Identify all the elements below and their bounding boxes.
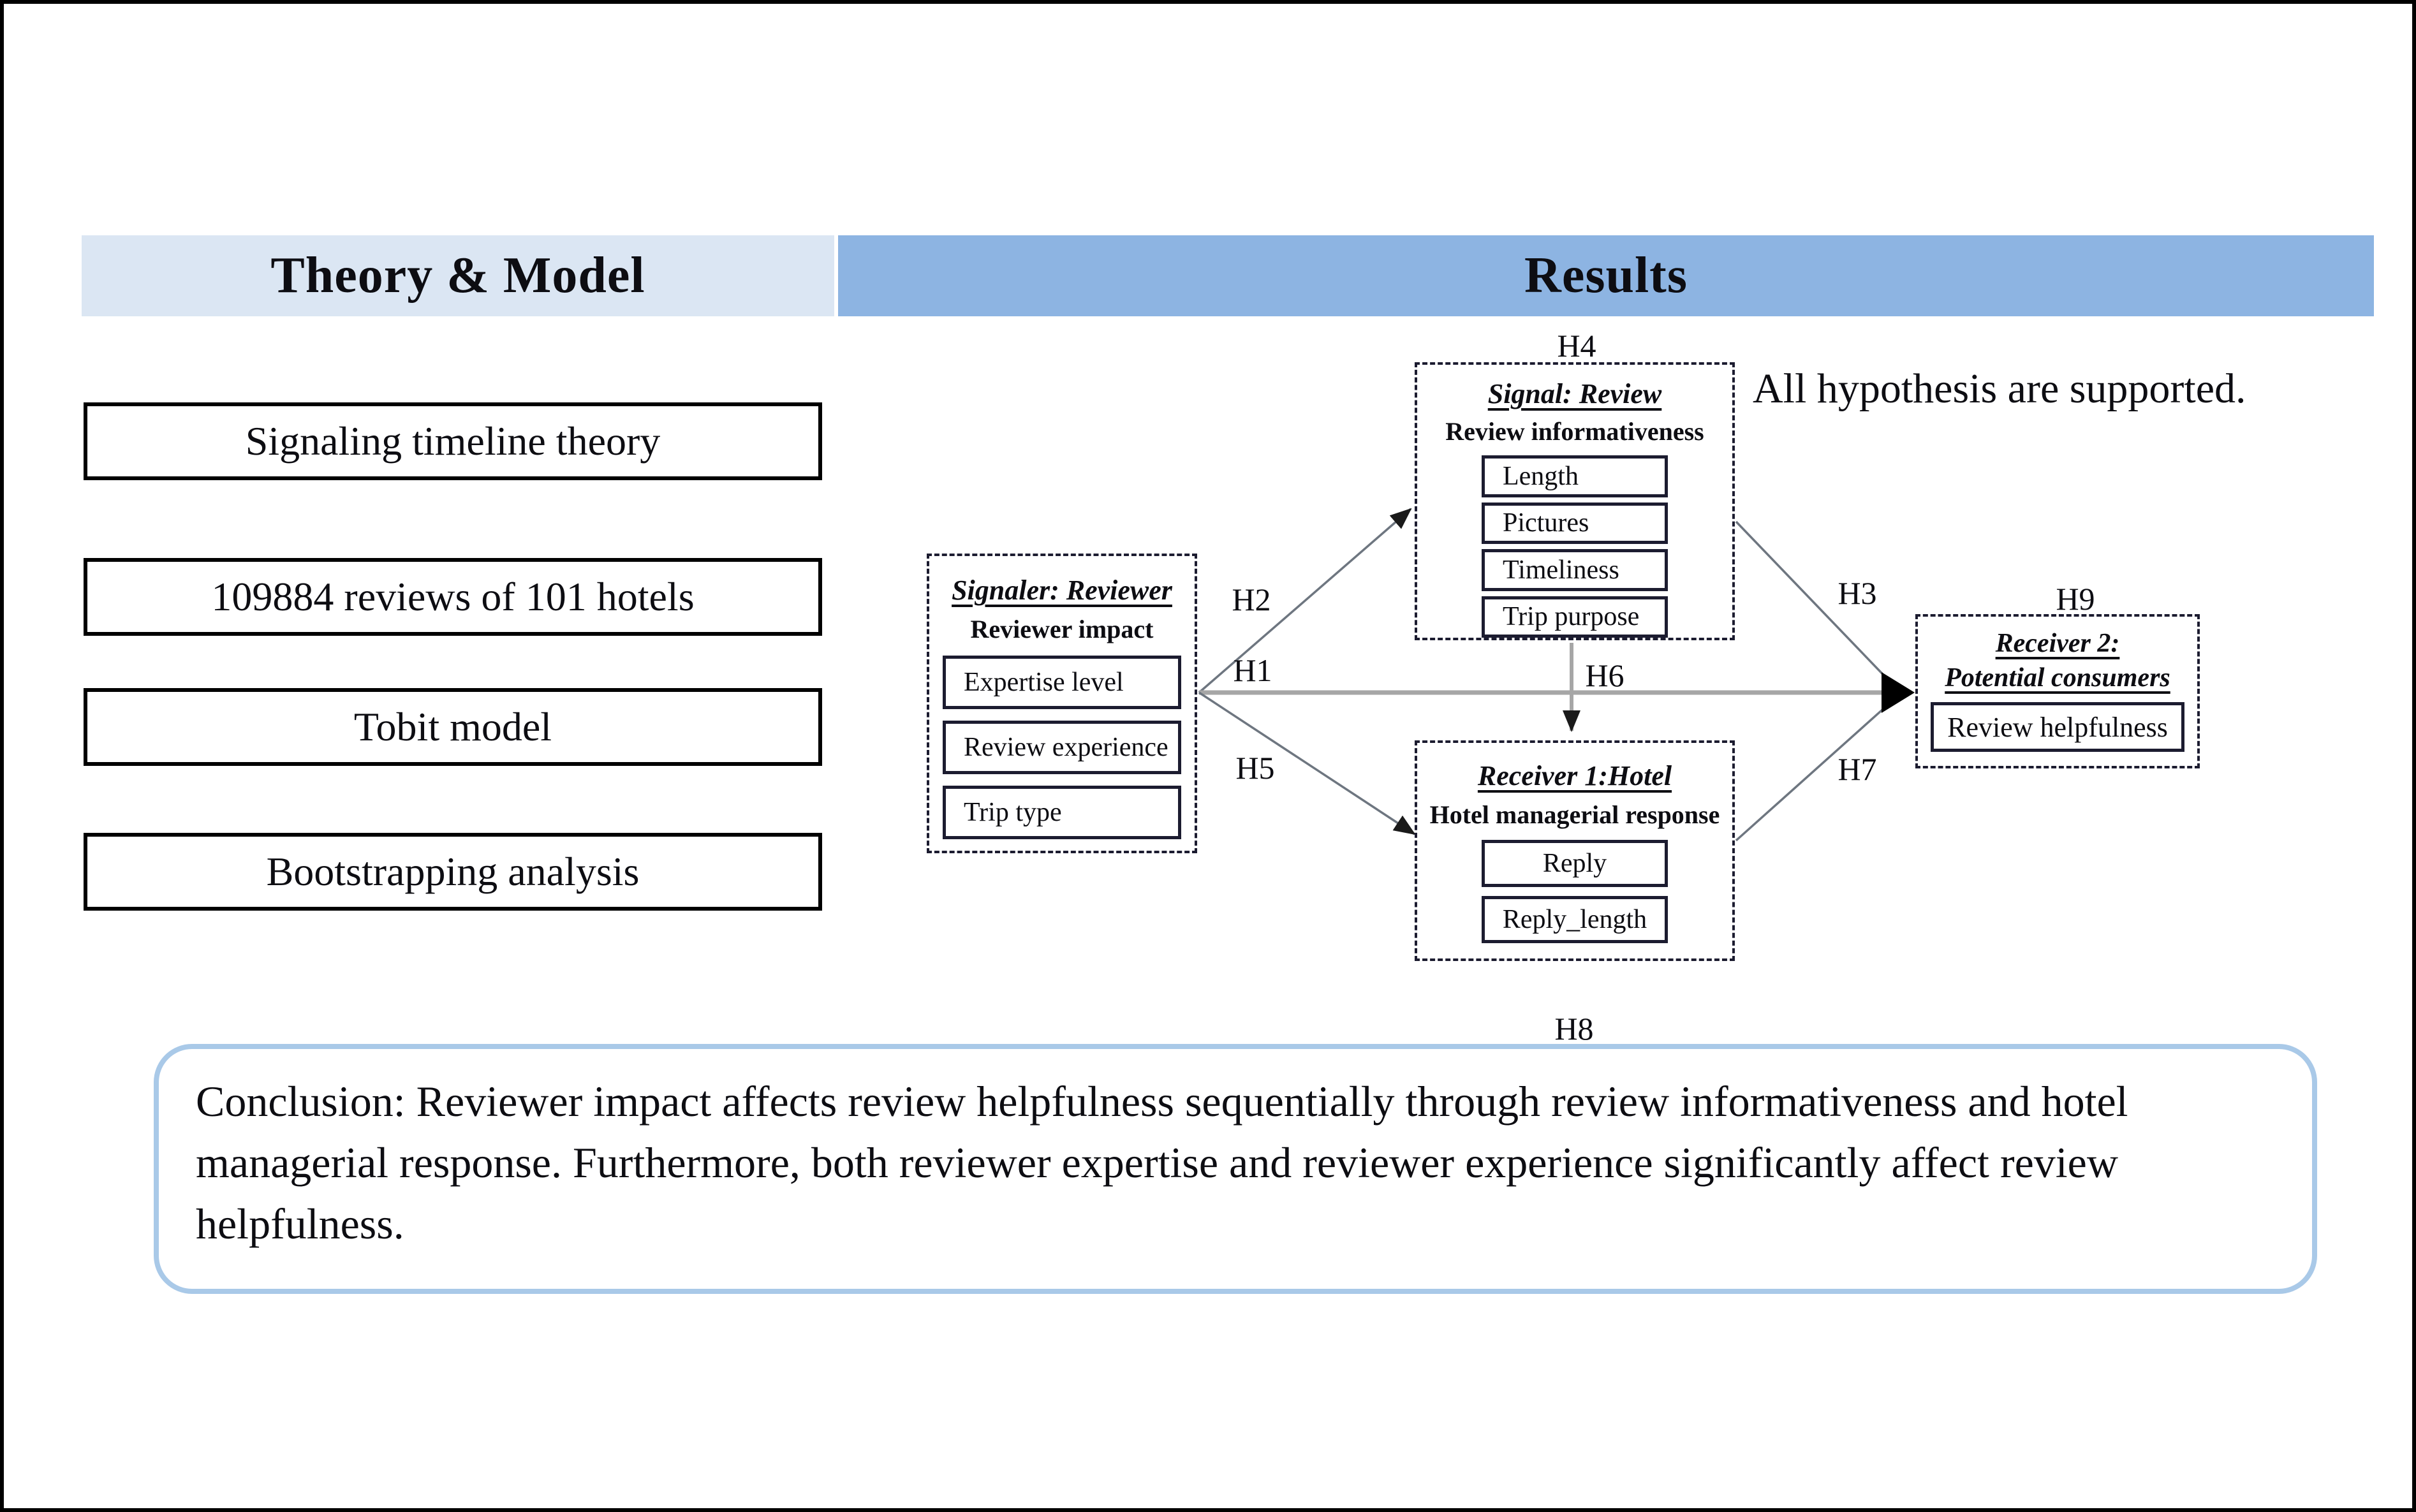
- signal-subtitle: Review informativeness: [1445, 417, 1704, 446]
- signal-item-trip-purpose: Trip purpose: [1482, 596, 1668, 638]
- signaler-reviewer-box: Signaler: Reviewer Reviewer impact Exper…: [927, 554, 1197, 853]
- h4-text: H4: [1557, 328, 1596, 363]
- signaler-item-review-experience: Review experience: [943, 721, 1181, 774]
- path-diagram-connectors: [1198, 508, 1915, 842]
- h3-path: [1735, 520, 1894, 686]
- h7-path: [1735, 699, 1894, 842]
- theory-model-header: Theory & Model: [82, 235, 834, 316]
- receiver2-title-line1: Receiver 2:: [1995, 629, 2120, 658]
- conclusion-text: Conclusion: Reviewer impact affects revi…: [196, 1077, 2128, 1248]
- h4-label: H4: [1532, 326, 1621, 365]
- receiver1-hotel-box: Receiver 1:Hotel Hotel managerial respon…: [1415, 740, 1735, 961]
- theory-item-label: Signaling timeline theory: [245, 418, 661, 464]
- h5-path: [1198, 691, 1416, 835]
- h2-path: [1198, 508, 1412, 694]
- theory-item-review-sample: 109884 reviews of 101 hotels: [84, 558, 822, 636]
- signal-review-box: Signal: Review Review informativeness Le…: [1415, 362, 1735, 640]
- item-label: Reply_length: [1502, 905, 1647, 934]
- signal-item-length: Length: [1482, 455, 1668, 497]
- all-hypotheses-supported-note: All hypothesis are supported.: [1753, 365, 2246, 413]
- item-label: Pictures: [1503, 508, 1589, 538]
- item-label: Review experience: [964, 733, 1168, 762]
- supported-note-text: All hypothesis are supported.: [1753, 365, 2246, 412]
- results-header-label: Results: [1524, 247, 1688, 304]
- h7-text: H7: [1838, 751, 1877, 787]
- theory-item-tobit-model: Tobit model: [84, 688, 822, 766]
- signal-title: Signal: Review: [1487, 378, 1662, 409]
- theory-item-label: Tobit model: [353, 704, 552, 749]
- theory-item-signaling-timeline: Signaling timeline theory: [84, 402, 822, 480]
- receiver1-title: Receiver 1:Hotel: [1477, 760, 1672, 791]
- h9-label: H9: [2031, 579, 2120, 619]
- receiver2-potential-consumers-box: Receiver 2: Potential consumers Review h…: [1915, 614, 2200, 768]
- item-label: Length: [1503, 461, 1579, 491]
- converging-arrowhead: [1882, 672, 1915, 713]
- h2-label: H2: [1207, 580, 1296, 619]
- item-label: Trip purpose: [1503, 602, 1640, 632]
- h3-label: H3: [1813, 573, 1902, 613]
- item-label: Trip type: [964, 798, 1062, 827]
- receiver2-item-review-helpfulness: Review helpfulness: [1931, 702, 2184, 752]
- h5-text: H5: [1235, 750, 1275, 786]
- h7-label: H7: [1813, 749, 1902, 789]
- h6-text: H6: [1585, 657, 1624, 693]
- signal-item-pictures: Pictures: [1482, 502, 1668, 544]
- item-label: Expertise level: [964, 668, 1124, 697]
- h8-label: H8: [1529, 1009, 1619, 1048]
- h5-label: H5: [1211, 748, 1300, 788]
- results-header: Results: [838, 235, 2374, 316]
- receiver2-title-line2: Potential consumers: [1945, 663, 2170, 693]
- h9-text: H9: [2056, 581, 2095, 617]
- signaler-title: Signaler: Reviewer: [952, 575, 1172, 606]
- h1-label: H1: [1208, 650, 1297, 690]
- signaler-item-expertise-level: Expertise level: [943, 656, 1181, 709]
- theory-item-label: Bootstrapping analysis: [266, 849, 640, 894]
- item-label: Timeliness: [1503, 555, 1619, 585]
- theory-item-label: 109884 reviews of 101 hotels: [211, 574, 695, 619]
- theory-model-header-label: Theory & Model: [270, 247, 645, 304]
- receiver1-item-reply: Reply: [1482, 840, 1668, 887]
- h2-text: H2: [1232, 582, 1271, 617]
- h3-text: H3: [1838, 575, 1877, 611]
- h8-text: H8: [1554, 1011, 1594, 1046]
- signal-item-timeliness: Timeliness: [1482, 549, 1668, 591]
- signaler-subtitle: Reviewer impact: [970, 615, 1154, 643]
- item-label: Reply: [1542, 849, 1607, 878]
- receiver1-item-reply-length: Reply_length: [1482, 896, 1668, 943]
- receiver1-subtitle: Hotel managerial response: [1429, 800, 1720, 829]
- item-label: Review helpfulness: [1947, 711, 2168, 743]
- h1-text: H1: [1233, 652, 1272, 688]
- theory-item-bootstrapping: Bootstrapping analysis: [84, 833, 822, 911]
- conclusion-box: Conclusion: Reviewer impact affects revi…: [154, 1044, 2317, 1294]
- h6-label: H6: [1560, 656, 1649, 695]
- signaler-item-trip-type: Trip type: [943, 786, 1181, 839]
